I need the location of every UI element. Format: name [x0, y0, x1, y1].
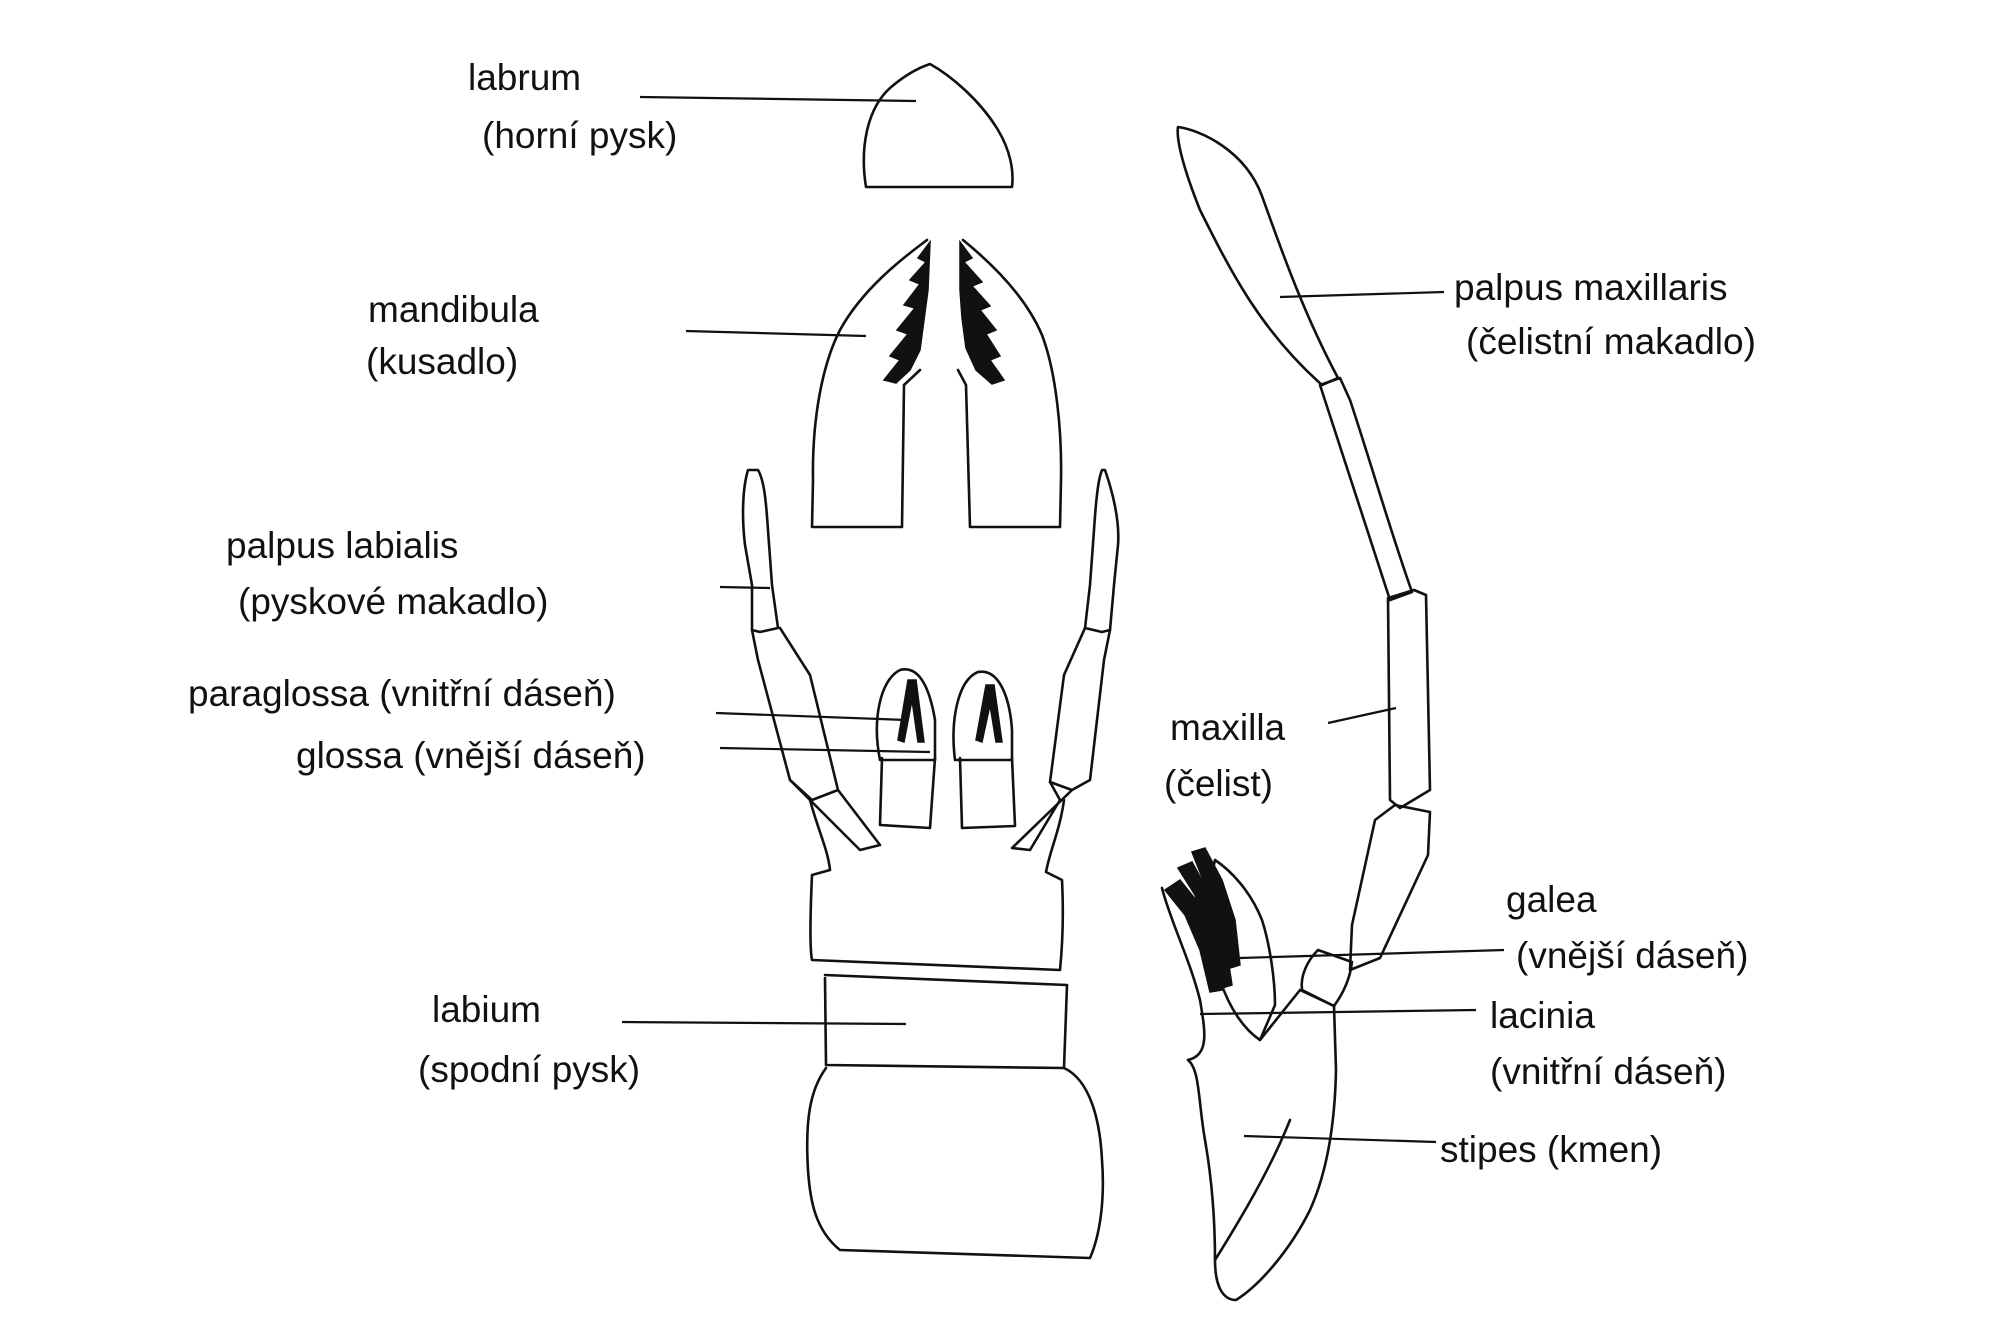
- mandibula-left-shape: [810, 238, 931, 529]
- palpus-maxillaris-label: palpus maxillaris: [1454, 267, 1728, 308]
- palpus-maxillaris-leader: [1279, 290, 1445, 299]
- lacinia-leader: [1199, 1008, 1477, 1016]
- lacinia-czech-label: (vnitřní dáseň): [1490, 1051, 1727, 1092]
- maxilla-leader: [1327, 706, 1397, 725]
- leader-lines: [621, 95, 1505, 1144]
- mandibula-right-shape: [956, 238, 1063, 529]
- labium-leader: [621, 1020, 907, 1026]
- labium-shape: [741, 468, 1120, 1260]
- mandibula-czech-label: (kusadlo): [366, 341, 518, 382]
- labrum-leader: [639, 95, 917, 103]
- glossa-label: glossa (vnější dáseň): [296, 735, 646, 776]
- galea-czech-label: (vnější dáseň): [1516, 935, 1748, 976]
- labrum-czech-label: (horní pysk): [482, 115, 677, 156]
- maxilla-czech-label: (čelist): [1164, 763, 1273, 804]
- labium-label: labium: [432, 989, 541, 1030]
- labrum-shape: [862, 62, 1014, 189]
- lacinia-label: lacinia: [1490, 995, 1595, 1036]
- paraglossa-leader: [715, 711, 907, 722]
- galea-label: galea: [1506, 879, 1597, 920]
- stipes-label: stipes (kmen): [1440, 1129, 1662, 1170]
- mandibula-label: mandibula: [368, 289, 539, 330]
- palpus-labialis-leader: [719, 585, 771, 590]
- glossa-leader: [719, 746, 931, 754]
- palpus-labialis-label: palpus labialis: [226, 525, 458, 566]
- stipes-leader: [1243, 1134, 1437, 1144]
- maxilla-shape: [1160, 125, 1432, 1302]
- mandibula-leader: [685, 329, 867, 338]
- maxilla-label: maxilla: [1170, 707, 1286, 748]
- palpus-labialis-czech-label: (pyskové makadlo): [238, 581, 549, 622]
- galea-leader: [1239, 948, 1505, 960]
- labium-czech-label: (spodní pysk): [418, 1049, 640, 1090]
- palpus-maxillaris-czech-label: (čelistní makadlo): [1466, 321, 1756, 362]
- paraglossa-label: paraglossa (vnitřní dáseň): [188, 673, 616, 714]
- labrum-label: labrum: [468, 57, 581, 98]
